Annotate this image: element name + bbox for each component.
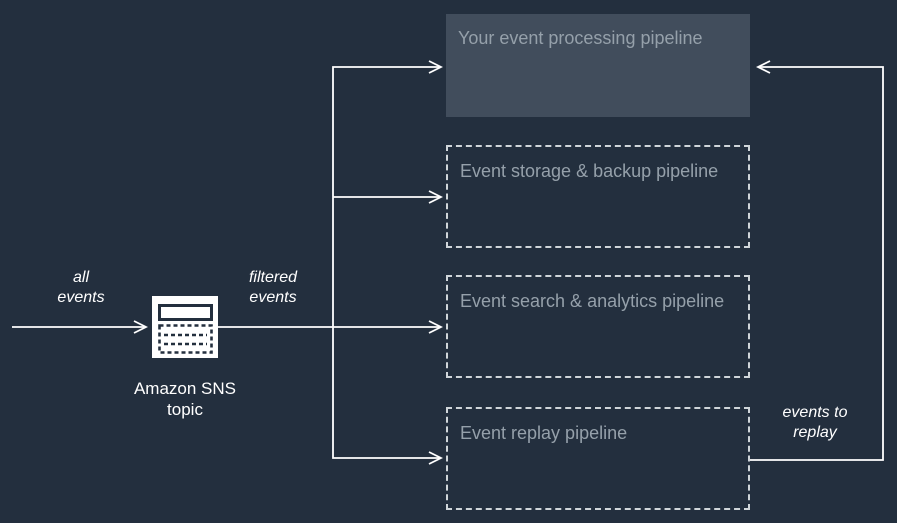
storage-pipeline-box: Event storage & backup pipeline <box>446 145 750 248</box>
processing-pipeline-box: Your event processing pipeline <box>446 14 750 117</box>
search-pipeline-box: Event search & analytics pipeline <box>446 275 750 378</box>
events-to-replay-label: events to replay <box>782 404 848 441</box>
replay-pipeline-box: Event replay pipeline <box>446 407 750 510</box>
search-pipeline-label: Event search & analytics pipeline <box>460 291 725 311</box>
processing-pipeline-label: Your event processing pipeline <box>458 28 703 48</box>
sns-topic-icon <box>152 296 218 358</box>
edge-to-replay-pipeline <box>332 327 441 458</box>
storage-pipeline-label: Event storage & backup pipeline <box>460 161 719 181</box>
replay-pipeline-label: Event replay pipeline <box>460 423 628 443</box>
sns-topic-label: Amazon SNS topic <box>133 379 237 419</box>
filtered-events-label: filtered events <box>248 269 298 306</box>
edge-events-to-replay <box>750 67 884 461</box>
all-events-label: all events <box>57 269 105 306</box>
sns-topic-node <box>152 296 218 358</box>
edge-to-processing-pipeline <box>332 67 441 327</box>
